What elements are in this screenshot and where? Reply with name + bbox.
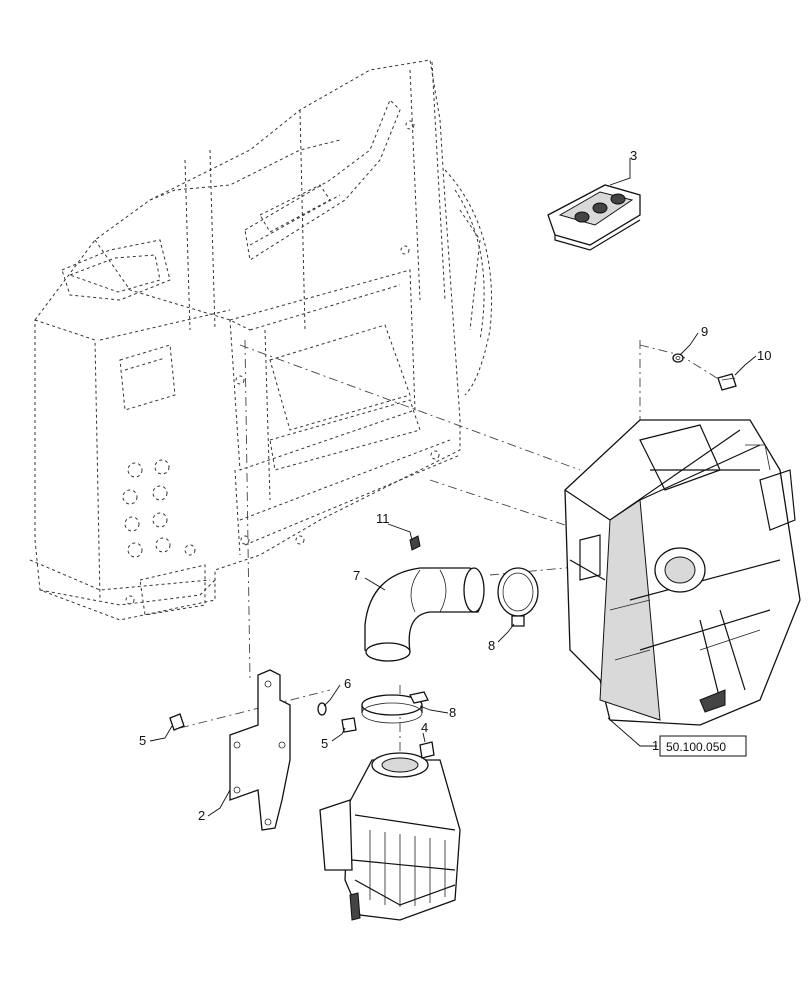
callout-8-upper: 8 bbox=[488, 638, 495, 653]
callout-8-lower: 8 bbox=[449, 705, 456, 720]
section-reference[interactable]: 50.100.050 bbox=[666, 740, 726, 754]
part-7-elbow-hose bbox=[364, 567, 485, 662]
callout-3: 3 bbox=[630, 148, 637, 163]
part-4-air-filter bbox=[319, 741, 461, 921]
callout-6: 6 bbox=[344, 676, 351, 691]
callout-2: 2 bbox=[198, 808, 205, 823]
callout-labels: 3 9 10 11 7 8 6 8 4 5 5 2 1 50.100.050 bbox=[139, 148, 771, 823]
part-5-bolt-left bbox=[169, 713, 185, 731]
part-11-clip bbox=[409, 535, 421, 551]
part-9-washer bbox=[672, 353, 684, 363]
part-2-bracket-plate bbox=[229, 669, 291, 831]
leader-lines bbox=[149, 158, 757, 817]
part-5-bolt-right bbox=[341, 717, 357, 733]
callout-7: 7 bbox=[353, 568, 360, 583]
callout-5-left: 5 bbox=[139, 733, 146, 748]
callout-1: 1 bbox=[652, 738, 659, 753]
part-8-clamp-upper bbox=[497, 567, 539, 627]
callout-5-right: 5 bbox=[321, 736, 328, 751]
callout-10: 10 bbox=[757, 348, 771, 363]
part-10-bolt bbox=[717, 373, 737, 391]
cab-frame-phantom bbox=[29, 59, 493, 621]
part-3-switch-module bbox=[547, 184, 641, 251]
callout-9: 9 bbox=[701, 324, 708, 339]
part-8-clamp-lower bbox=[361, 691, 429, 724]
section-reference-box bbox=[659, 735, 747, 757]
callout-4: 4 bbox=[421, 720, 428, 735]
callout-11: 11 bbox=[376, 511, 390, 526]
part-1-hvac-unit bbox=[564, 419, 801, 726]
